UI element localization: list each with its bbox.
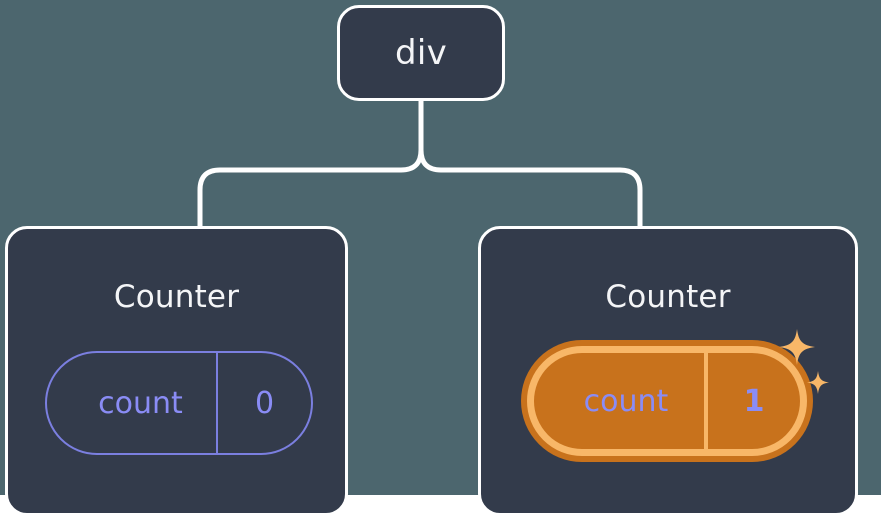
- state-pill-inner-ring: count 1: [527, 346, 807, 456]
- node-div[interactable]: div: [337, 5, 505, 101]
- state-key-label: count: [47, 353, 218, 453]
- state-value-label: 1: [743, 383, 765, 419]
- state-value-label: 0: [254, 385, 275, 421]
- state-key-label: count: [534, 353, 708, 449]
- node-counter-left-title: Counter: [113, 279, 240, 315]
- node-counter-left[interactable]: Counter count 0: [5, 226, 348, 516]
- state-pill-count-right[interactable]: count 1: [521, 340, 813, 462]
- node-counter-right[interactable]: Counter count 1: [478, 226, 858, 516]
- node-counter-right-title: Counter: [605, 279, 731, 315]
- state-pill-count-left[interactable]: count 0: [45, 351, 313, 455]
- node-div-label: div: [394, 33, 448, 73]
- connector-lines: [197, 98, 643, 229]
